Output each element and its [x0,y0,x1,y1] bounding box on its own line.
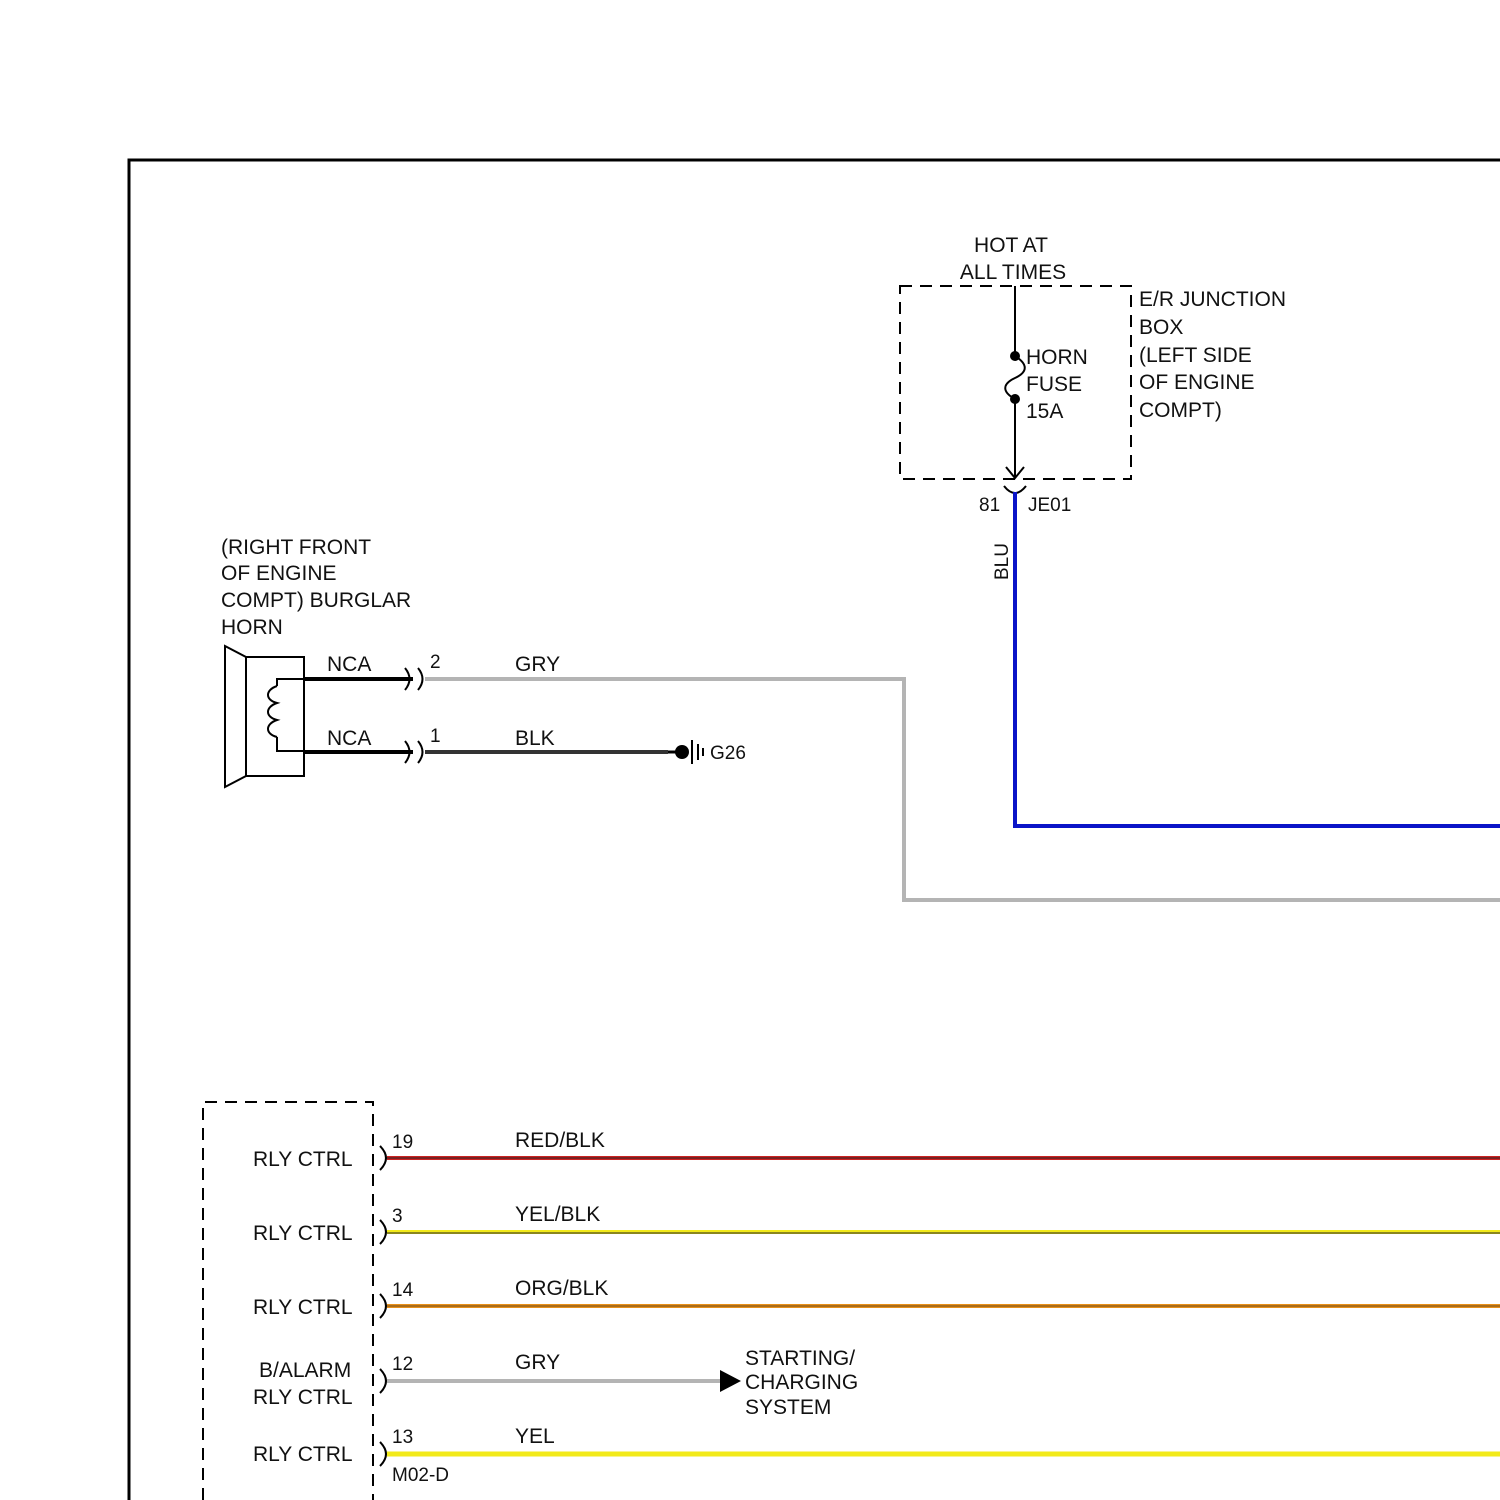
wire-blu: BLU [992,492,1500,826]
wire-gry-horn-label: GRY [515,653,560,676]
wire-blu-label: BLU [992,543,1013,580]
module-connector-12-icon [380,1369,386,1393]
module-pin-13-number: 13 [392,1427,413,1448]
burglar-horn: (RIGHT FRONT OF ENGINE COMPT) BURGLAR HO… [221,536,441,787]
module-connector-14-icon [380,1294,386,1318]
module-pin-3-number: 3 [392,1206,403,1227]
wire-org-blk-label: ORG/BLK [515,1277,608,1300]
module-pin-14-label: RLY CTRL [253,1296,353,1319]
junction-box-label-line5: COMPT) [1139,399,1222,422]
module-connector-19-icon [380,1146,386,1170]
wire-yel-label: YEL [515,1425,555,1448]
junction-box: HOT AT ALL TIMES E/R JUNCTION BOX (LEFT … [900,234,1286,516]
wire-red-blk-label: RED/BLK [515,1129,605,1152]
wire-yel-blk-label: YEL/BLK [515,1203,600,1226]
destination-line1: STARTING/ [745,1347,855,1370]
horn-label-line3: COMPT) BURGLAR [221,589,411,612]
horn-connector-2-pin: 2 [430,652,441,673]
fuse-label-line3: 15A [1026,400,1063,423]
junction-box-label-line4: OF ENGINE [1139,371,1255,394]
connector-je01-name: JE01 [1028,495,1071,516]
horn-label-line1: (RIGHT FRONT [221,536,371,559]
horn-icon [225,646,304,787]
horn-fuse-symbol [1005,351,1025,404]
module-connector-name: M02-D [392,1465,449,1486]
ground-icon [668,740,703,764]
destination-line3: SYSTEM [745,1396,831,1419]
wire-blk-ground: BLK [425,727,668,752]
module-pin-3-label: RLY CTRL [253,1222,353,1245]
connector-je01-pin: 81 [979,495,1000,516]
horn-connector-1-pin: 1 [430,726,441,747]
power-label-line2: ALL TIMES [960,261,1066,284]
power-label-line1: HOT AT [974,234,1048,257]
horn-label-line2: OF ENGINE [221,562,337,585]
wire-gry-starting-label: GRY [515,1351,560,1374]
destination-line2: CHARGING [745,1371,858,1394]
arrow-right-icon [720,1370,741,1392]
junction-box-label-line1: E/R JUNCTION [1139,288,1286,311]
horn-label-line4: HORN [221,616,283,639]
wire-blk-label: BLK [515,727,555,750]
wire-red-blk: RED/BLK [387,1129,1500,1158]
destination-label: STARTING/ CHARGING SYSTEM [745,1347,858,1419]
wire-yel: YEL [387,1425,1500,1454]
module-pin-19-number: 19 [392,1132,413,1153]
wire-yel-blk: YEL/BLK [387,1203,1500,1233]
module-pin-12-label-line1: B/ALARM [259,1359,351,1382]
module-pin-12-number: 12 [392,1354,413,1375]
connector-je01-symbol [1004,486,1026,493]
module-pin-12-label-line2: RLY CTRL [253,1386,353,1409]
wire-gry-starting: GRY [387,1351,741,1392]
module-connector-13-icon [380,1442,386,1466]
fuse-label-line1: HORN [1026,346,1088,369]
horn-lead-2-label: NCA [327,653,371,676]
module-pin-14-number: 14 [392,1280,414,1301]
horn-lead-1-label: NCA [327,727,371,750]
module-pin-13-label: RLY CTRL [253,1443,353,1466]
fuse-label-line2: FUSE [1026,373,1082,396]
junction-box-label-line3: (LEFT SIDE [1139,344,1252,367]
junction-box-label-line2: BOX [1139,316,1183,339]
ground-label: G26 [710,743,746,764]
wire-gry-horn: GRY [425,653,1500,900]
ground-g26: G26 [668,740,746,764]
module-pin-19-label: RLY CTRL [253,1148,353,1171]
module-connector-3-icon [380,1220,386,1244]
control-module: RLY CTRL 19 RLY CTRL 3 RLY CTRL 14 B/ALA… [203,1102,449,1500]
wire-org-blk: ORG/BLK [387,1277,1500,1306]
